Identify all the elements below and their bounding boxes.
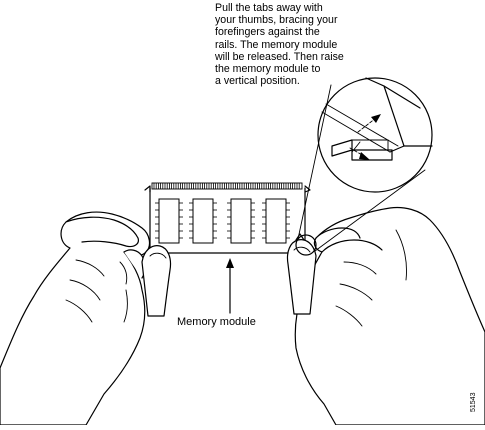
- memory-module-callout-arrow: [226, 258, 234, 314]
- right-hand: [294, 206, 485, 426]
- left-hand: [0, 211, 151, 426]
- memory-module-label: Memory module: [177, 316, 256, 328]
- magnifier-target-circle: [295, 234, 317, 256]
- memory-chip: [265, 198, 287, 244]
- figure-number: 51543: [470, 392, 477, 412]
- memory-chip: [192, 198, 214, 244]
- instruction-text: Pull the tabs away with your thumbs, bra…: [215, 2, 344, 88]
- memory-chips: [155, 198, 290, 244]
- memory-chip: [230, 198, 252, 244]
- chip-legs: [155, 202, 290, 239]
- memory-module: [144, 182, 311, 254]
- magnifier-circle: [317, 77, 433, 193]
- magnified-rail-detail: [321, 77, 433, 161]
- module-edge-pins: [153, 183, 300, 189]
- right-thumb: [286, 233, 317, 315]
- detail-magnifier: [295, 77, 433, 256]
- release-arrows: [349, 114, 381, 160]
- memory-chip: [158, 198, 180, 244]
- left-thumb: [141, 245, 172, 317]
